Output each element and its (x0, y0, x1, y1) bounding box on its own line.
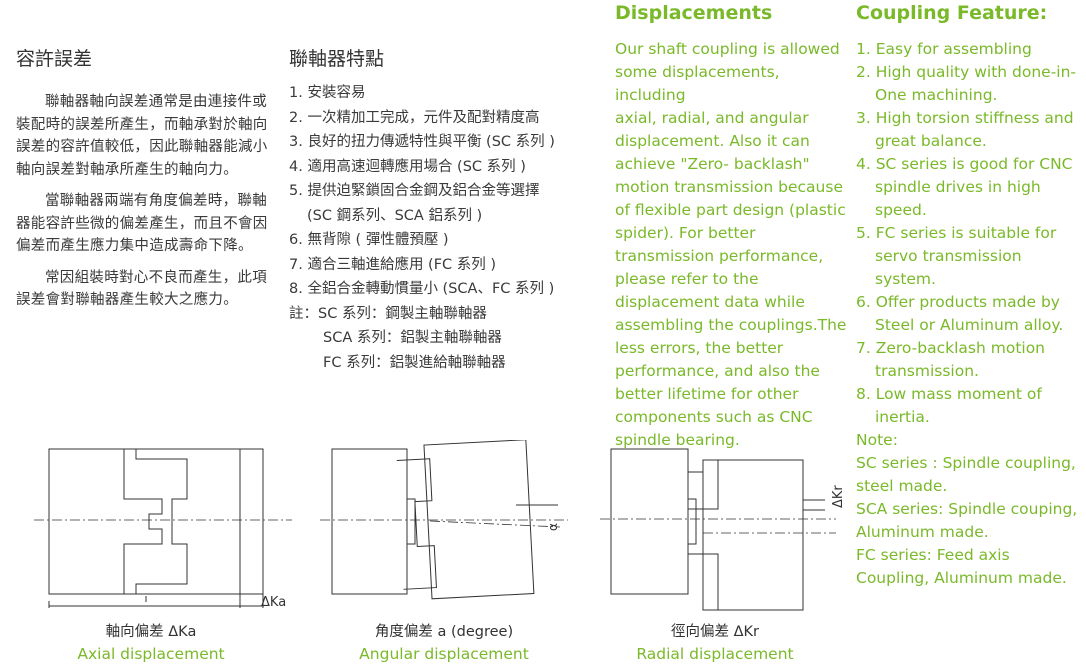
list-item-text: transmission. (875, 362, 979, 380)
radial-caption-zh: 徑向偏差 ΔKr (671, 624, 759, 640)
text-line: Our shaft coupling is allowed (615, 40, 840, 58)
features-zh-list: 1. 安裝容易 2. 一次精加工完成，元件及配對精度高 3. 良好的扭力傳遞特性… (289, 81, 599, 375)
list-item: 6. Offer products made by Steel or Alumin… (856, 291, 1084, 337)
text-line: please refer to the (615, 270, 759, 288)
list-item-text: Steel or Aluminum alloy. (875, 316, 1064, 334)
text-line: some displacements, including (615, 63, 780, 104)
list-item-text: 7. Zero-backlash motion (856, 339, 1046, 357)
list-item-text: 3. High torsion stiffness and (856, 109, 1074, 127)
text-line: components such as CNC (615, 408, 813, 426)
displacements-title: Displacements (615, 2, 773, 24)
list-item-text: 8. Low mass moment of (856, 385, 1042, 403)
note-line: Aluminum made. (856, 523, 989, 541)
tolerance-paragraph: 聯軸器軸向誤差通常是由連接件或裝配時的誤差所產生，而軸承對於軸向誤差的容許值較低… (16, 94, 268, 178)
text-line: displacement data while (615, 293, 805, 311)
text-line: better lifetime for other (615, 385, 799, 403)
text-line: performance, and also the (615, 362, 820, 380)
axial-caption-en: Axial displacement (77, 645, 225, 663)
coupling-notes: Note: SC series : Spindle coupling, stee… (856, 429, 1084, 590)
list-item: 2. High quality with done-in- One machini… (856, 61, 1084, 107)
note-line: FC series: Feed axis (856, 546, 1010, 564)
tolerance-paragraph: 當聯軸器兩端有角度偏差時，聯軸器能容許些微的偏差產生，而且不會因偏差而產生應力集… (16, 193, 268, 254)
features-zh-section: 聯軸器特點 1. 安裝容易 2. 一次精加工完成，元件及配對精度高 3. 良好的… (289, 44, 599, 375)
list-item: 1. Easy for assembling (856, 38, 1084, 61)
text-line: assembling the couplings.The (615, 316, 847, 334)
text-line: displacement. Also it can (615, 132, 810, 150)
coupling-feature-section: Coupling Feature: 1. Easy for assembling… (856, 2, 1084, 590)
list-item-text: inertia. (875, 408, 930, 426)
displacements-text: Our shaft coupling is allowed some displ… (615, 38, 847, 452)
note-item: SCA 系列：鋁製主軸聯軸器 (323, 330, 502, 346)
tolerance-section: 容許誤差 聯軸器軸向誤差通常是由連接件或裝配時的誤差所產生，而軸承對於軸向誤差的… (16, 44, 270, 321)
list-item-text: spindle drives in high (875, 178, 1041, 196)
list-item: 7. 適合三軸進給應用 (FC 系列 ) (289, 256, 497, 273)
radial-label: ΔKr (831, 485, 846, 508)
tolerance-title: 容許誤差 (16, 48, 93, 70)
list-item-text: great balance. (875, 132, 987, 150)
list-item: 5. 提供迫緊鎖固合金鋼及鋁合金等選擇 (289, 183, 540, 199)
displacements-section: Displacements Our shaft coupling is allo… (615, 2, 847, 452)
text-line: of flexible part design (plastic (615, 201, 846, 219)
note-item: 註：SC 系列：鋼製主軸聯軸器 (289, 305, 487, 322)
radial-displacement-diagram: ΔKr (600, 448, 846, 611)
text-line: achieve "Zero- backlash" (615, 155, 810, 173)
list-item-text: One machining. (875, 86, 998, 104)
list-item: 6. 無背隙 ( 彈性體預壓 ) (289, 232, 449, 248)
list-item-text: 1. Easy for assembling (856, 40, 1032, 58)
axial-caption-zh: 軸向偏差 ΔKa (105, 624, 197, 640)
text-line: motion transmission because (615, 178, 843, 196)
coupling-feature-list: 1. Easy for assembling 2. High quality w… (856, 38, 1084, 429)
list-item: 2. 一次精加工完成，元件及配對精度高 (289, 109, 540, 126)
text-line: spindle bearing. (615, 431, 740, 449)
note-line: SC series : Spindle coupling, (856, 454, 1076, 472)
list-item-text: servo transmission system. (875, 247, 1022, 288)
angular-caption: 角度偏差 a (degree) Angular displacement (324, 621, 564, 665)
note-line: SCA series: Spindle couping, (856, 500, 1078, 518)
radial-caption: 徑向偏差 ΔKr Radial displacement (595, 621, 835, 665)
text-line: spider). For better (615, 224, 756, 242)
angular-caption-en: Angular displacement (359, 645, 529, 663)
list-item: 4. 適用高速迴轉應用場合 (SC 系列 ) (289, 158, 526, 175)
angular-label: α (546, 523, 560, 531)
list-item: (SC 鋼系列、SCA 鋁系列 ) (307, 207, 483, 224)
note-line: Coupling, Aluminum made. (856, 569, 1067, 587)
list-item: 8. 全鋁合金轉動慣量小 (SCA、FC 系列 ) (289, 281, 555, 297)
list-item-text: 5. FC series is suitable for (856, 224, 1057, 242)
list-item: 4. SC series is good for CNC spindle driv… (856, 153, 1084, 222)
list-item: 3. 良好的扭力傳遞特性與平衡 (SC 系列 ) (289, 134, 555, 150)
list-item: 7. Zero-backlash motion transmission. (856, 337, 1084, 383)
text-line: axial, radial, and angular (615, 109, 809, 127)
note-line: Note: (856, 431, 898, 449)
tolerance-paragraph: 常因組裝時對心不良而產生，此項誤差會對聯軸器產生較大之應力。 (16, 269, 267, 309)
list-item: 3. High torsion stiffness and great balan… (856, 107, 1084, 153)
radial-caption-en: Radial displacement (636, 645, 794, 663)
list-item-text: 6. Offer products made by (856, 293, 1060, 311)
list-item: 8. Low mass moment of inertia. (856, 383, 1084, 429)
note-item: FC 系列：鋁製進給軸聯軸器 (323, 354, 506, 371)
note-line: steel made. (856, 477, 948, 495)
axial-displacement-diagram: ΔKa (34, 448, 292, 610)
list-item-text: 4. SC series is good for CNC (856, 155, 1073, 173)
angular-displacement-diagram: α (320, 440, 568, 600)
text-line: transmission performance, (615, 247, 824, 265)
text-line: less errors, the better (615, 339, 784, 357)
angular-caption-zh: 角度偏差 a (degree) (374, 624, 514, 640)
list-item: 5. FC series is suitable for servo transm… (856, 222, 1084, 291)
features-zh-title: 聯軸器特點 (289, 48, 385, 70)
coupling-feature-title: Coupling Feature: (856, 2, 1048, 24)
axial-label: ΔKa (261, 595, 286, 610)
list-item-text: speed. (875, 201, 927, 219)
list-item: 1. 安裝容易 (289, 85, 366, 101)
list-item-text: 2. High quality with done-in- (856, 63, 1077, 81)
axial-caption: 軸向偏差 ΔKa Axial displacement (31, 621, 271, 665)
